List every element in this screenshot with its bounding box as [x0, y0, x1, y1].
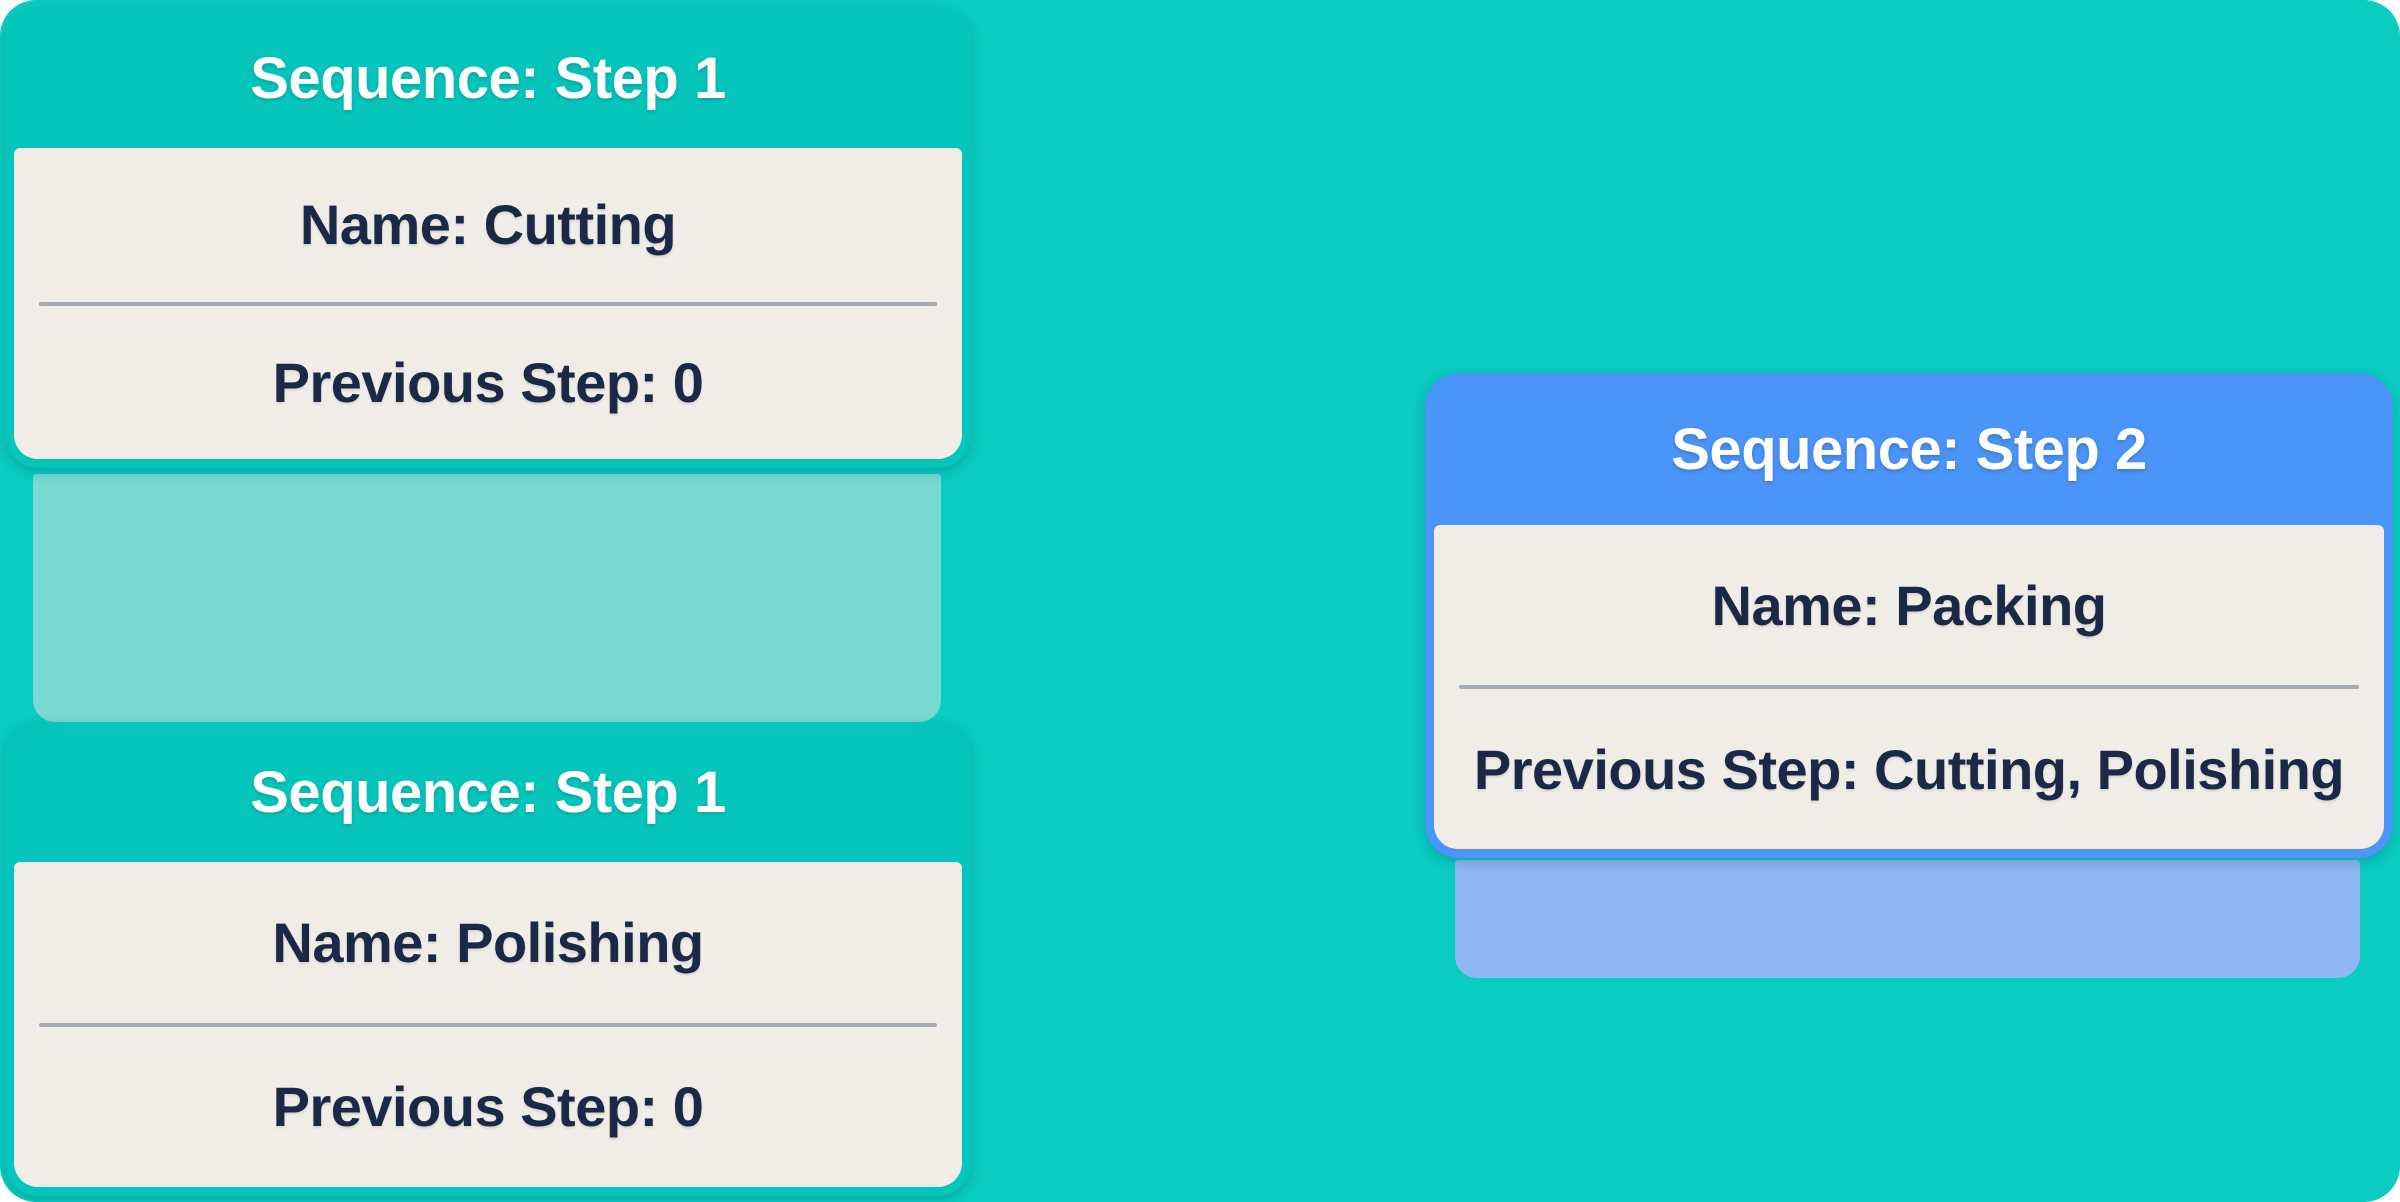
sequence-node-cutting[interactable]: Sequence: Step 1 Name: Cutting Previous … [5, 8, 971, 468]
node-previous-step-label: Previous Step: 0 [272, 350, 704, 414]
node-body: Name: Polishing Previous Step: 0 [14, 862, 962, 1187]
divider [39, 301, 937, 306]
node-name-label: Name: Polishing [272, 910, 704, 974]
node-body: Name: Cutting Previous Step: 0 [14, 148, 962, 459]
divider [39, 1022, 937, 1027]
node-name-label: Name: Cutting [299, 193, 677, 257]
node-title: Sequence: Step 1 [250, 45, 726, 111]
node-halo-packing [1455, 860, 2360, 978]
node-title: Sequence: Step 2 [1671, 416, 2147, 482]
sequence-node-polishing[interactable]: Sequence: Step 1 Name: Polishing Previou… [5, 722, 971, 1196]
node-name-label: Name: Packing [1711, 573, 2108, 637]
node-halo-cutting [33, 474, 941, 722]
sequence-node-packing[interactable]: Sequence: Step 2 Name: Packing Previous … [1425, 373, 2393, 858]
divider [1459, 685, 2359, 689]
node-title: Sequence: Step 1 [250, 759, 726, 825]
node-previous-step-label: Previous Step: 0 [272, 1075, 704, 1139]
node-body: Name: Packing Previous Step: Cutting, Po… [1434, 525, 2384, 849]
node-previous-step-label: Previous Step: Cutting, Polishing [1473, 737, 2345, 801]
